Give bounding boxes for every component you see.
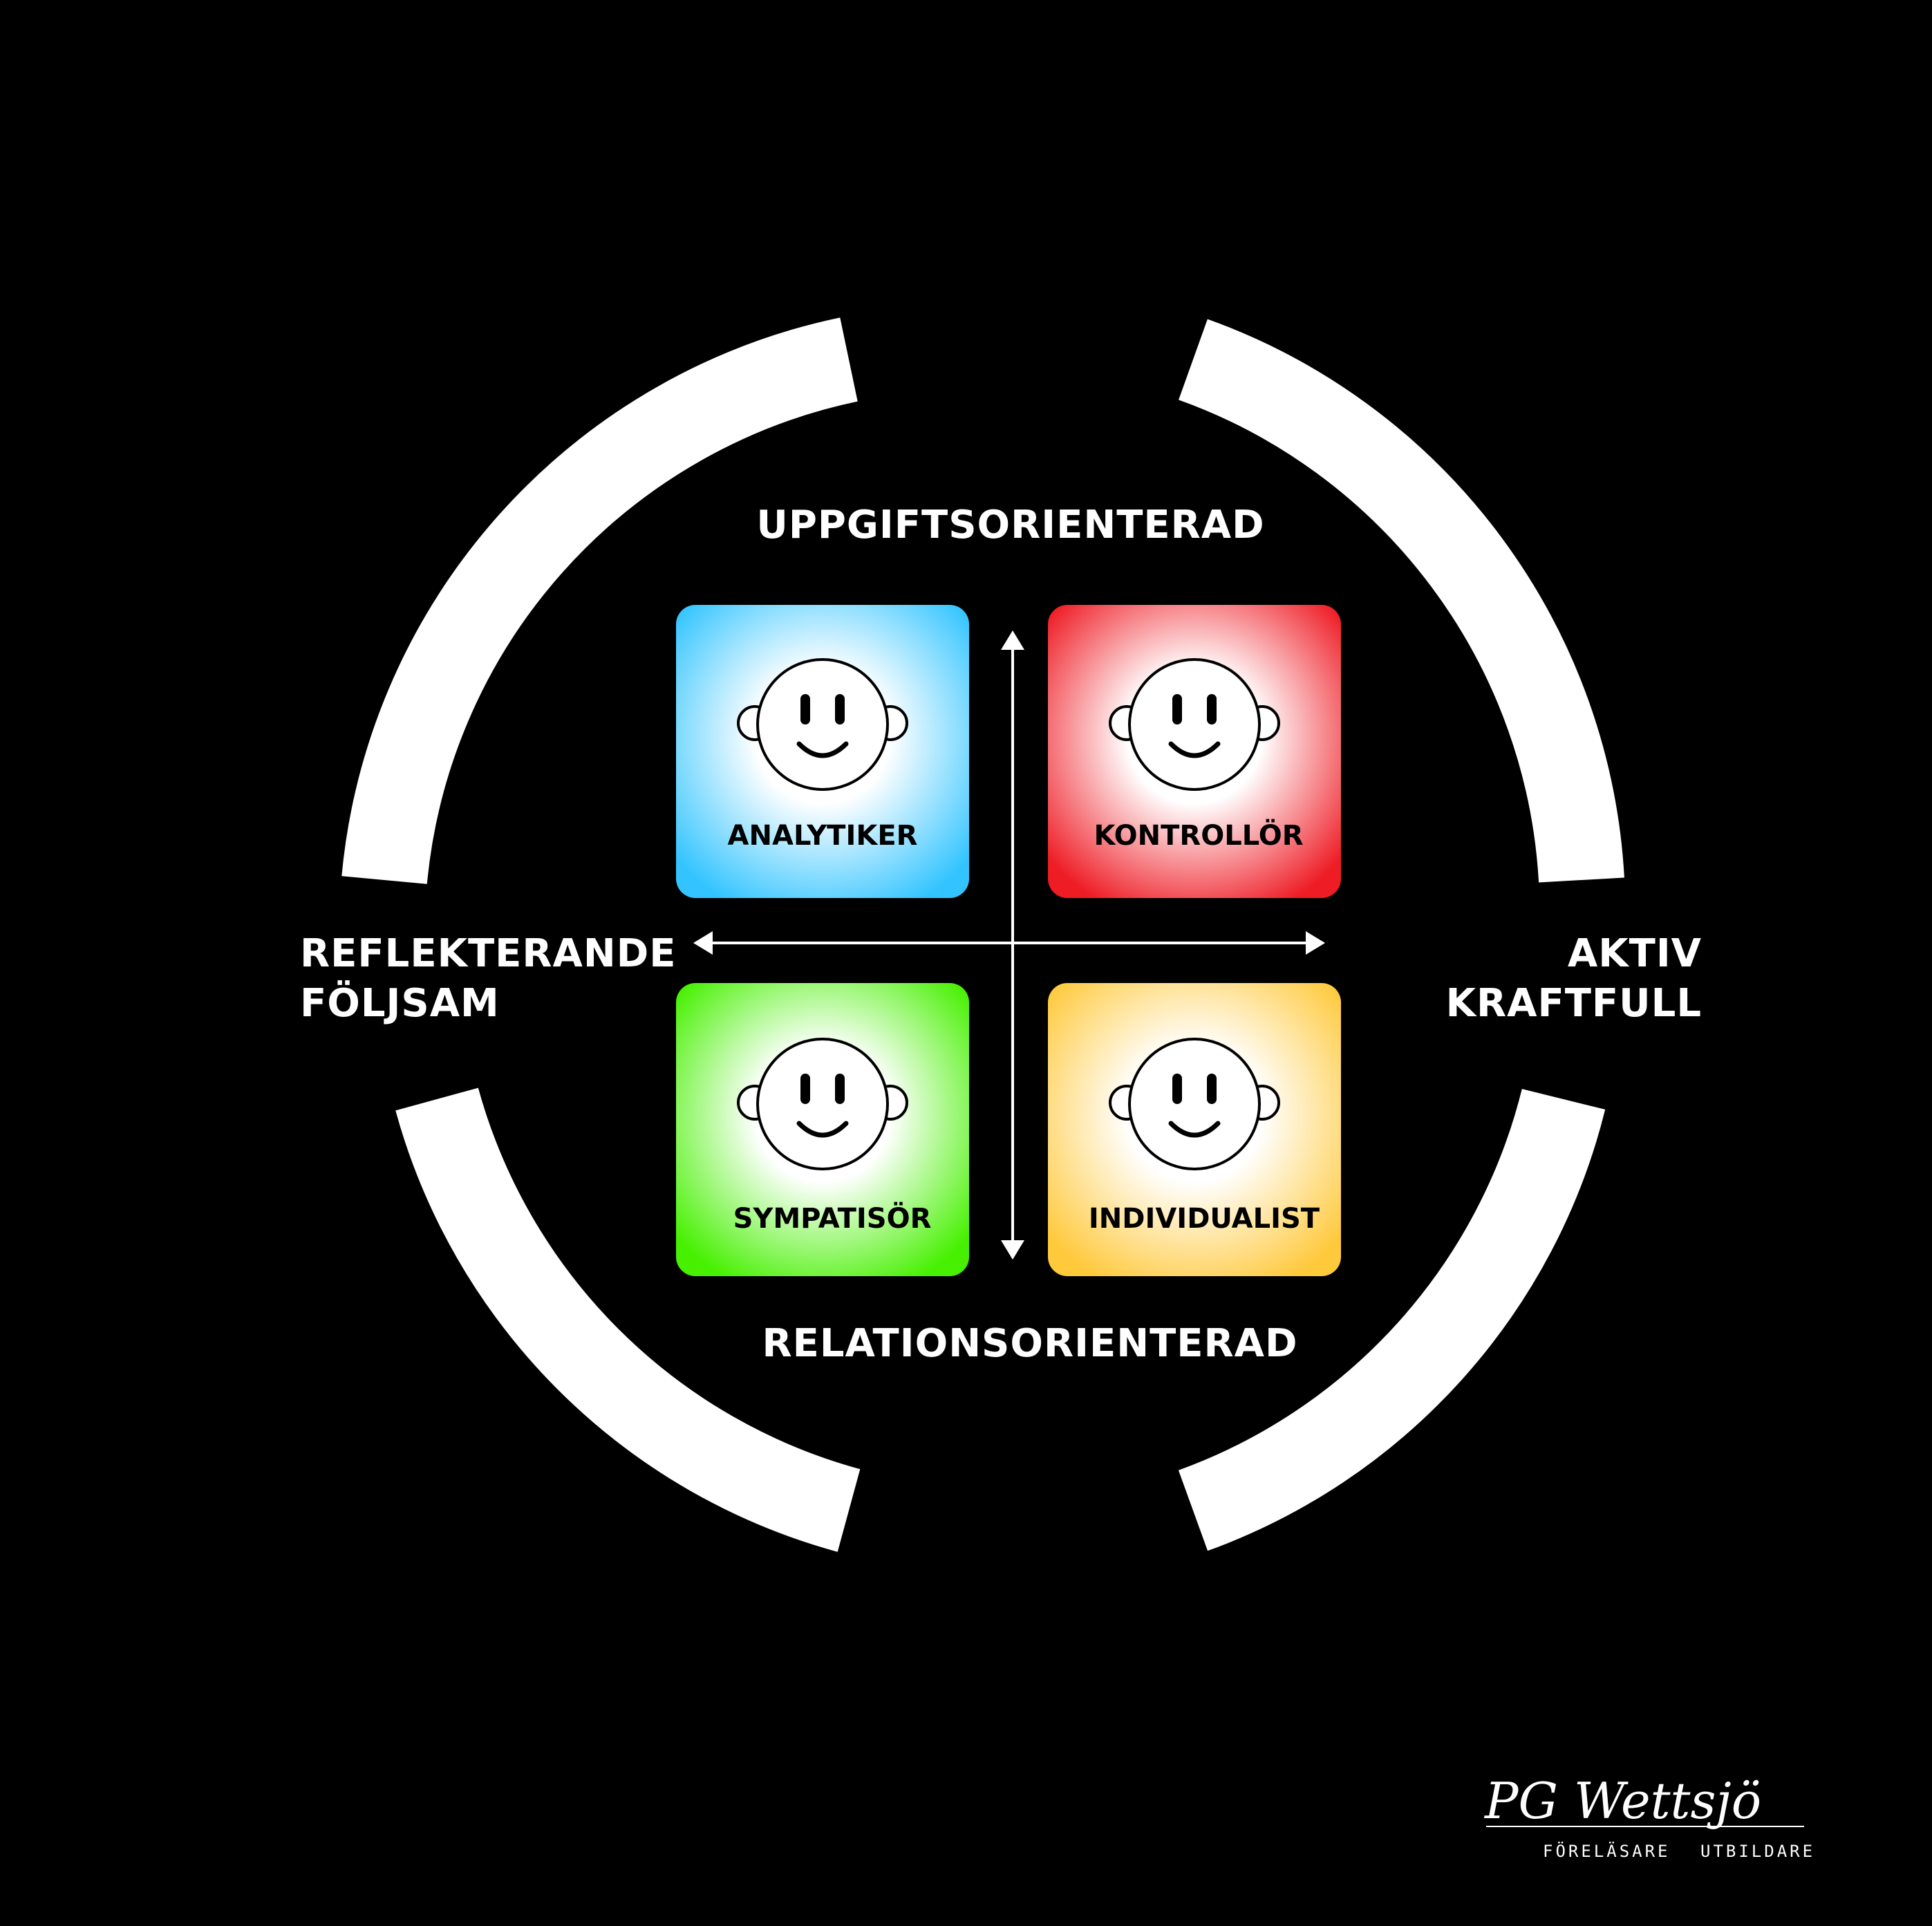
arrow-up-icon [1001,630,1024,650]
axis-label-left-line1: REFLEKTERANDE [300,931,676,976]
quadrant-sympatisor: SYMPATISÖR [676,983,969,1276]
quadrant-individualist: INDIVIDUALIST [1048,983,1341,1276]
signature-logo: PG Wettsjö FÖRELÄSARE UTBILDARE [1483,1772,1815,1861]
horizontal-axis-arrow [693,931,1325,955]
axis-label-right-line2: KRAFTFULL [1446,981,1702,1026]
vertical-axis-arrow [1001,630,1024,1260]
signature-name: PG Wettsjö [1483,1772,1761,1830]
arrow-down-icon [1001,1240,1024,1260]
quadrant-kontrollor-label: KONTROLLÖR [1094,819,1303,852]
arc-bottom-left [395,1087,861,1552]
quadrant-kontrollor: KONTROLLÖR [1048,605,1341,898]
axis-label-bottom: RELATIONSORIENTERAD [762,1321,1298,1366]
ring-arcs [341,317,1624,1552]
signature-right-word: UTBILDARE [1700,1842,1815,1861]
arc-bottom-right [1178,1089,1606,1551]
quadrant-sympatisor-label: SYMPATISÖR [733,1202,932,1235]
signature-left-word: FÖRELÄSARE [1543,1841,1671,1861]
arc-top-left [341,317,858,884]
quadrant-analytiker: ANALYTIKER [676,605,969,898]
axis-label-left-line2: FÖLJSAM [300,981,500,1026]
quadrant-analytiker-label: ANALYTIKER [728,820,918,852]
quadrant-individualist-label: INDIVIDUALIST [1089,1203,1320,1235]
arrow-right-icon [1306,931,1325,955]
axis-label-top: UPPGIFTSORIENTERAD [756,503,1264,548]
arrow-left-icon [693,931,713,955]
arc-top-right [1179,319,1624,883]
axis-label-right-line1: AKTIV [1568,931,1702,976]
